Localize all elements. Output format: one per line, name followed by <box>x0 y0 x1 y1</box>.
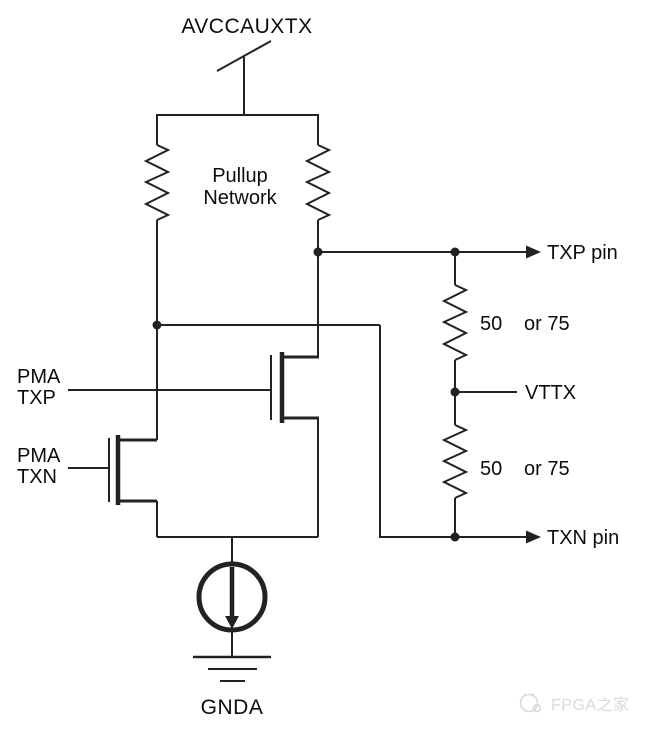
txp-arrowhead-icon <box>526 245 541 259</box>
pma-txp-label-line2: TXP <box>17 387 56 409</box>
junction-dot <box>450 387 460 397</box>
termination-bottom-alt: or 75 <box>524 458 570 480</box>
current-source-icon <box>196 561 268 633</box>
watermark-logo-icon <box>519 693 542 713</box>
termination-bottom-value: 50 <box>480 458 502 480</box>
termination-resistor-bottom-symbol <box>441 392 469 537</box>
txn-pin-label: TXN pin <box>547 527 619 549</box>
junction-dot <box>450 532 460 542</box>
pullup-resistor-left-symbol <box>143 144 171 221</box>
termination-top-value: 50 <box>480 313 502 335</box>
ground-icon <box>193 655 271 682</box>
wire-txn-output <box>379 325 528 538</box>
txn-arrowhead-icon <box>526 530 541 544</box>
txp-pin-label: TXP pin <box>547 242 618 264</box>
power-source-icon <box>216 40 272 116</box>
termination-resistor-top-symbol <box>441 252 469 392</box>
pullup-top-bus <box>156 114 319 145</box>
junction-dots <box>152 247 460 542</box>
termination-top-alt: or 75 <box>524 313 570 335</box>
power-rail-label: AVCCAUXTX <box>181 15 312 38</box>
watermark-label: FPGA之家 <box>551 696 630 714</box>
pullup-network-label-line1: Pullup <box>212 165 268 187</box>
watermark: FPGA之家 <box>519 693 630 714</box>
pullup-resistor-right-symbol <box>304 144 332 221</box>
pullup-network-label-line2: Network <box>203 187 277 209</box>
junction-dot <box>152 320 162 330</box>
pma-txn-label-line2: TXN <box>17 466 57 488</box>
pma-txp-label-line1: PMA <box>17 366 61 388</box>
junction-dot <box>450 247 460 257</box>
vttx-label: VTTX <box>525 382 576 404</box>
nmos-pma-txn-symbol <box>68 435 158 537</box>
pma-txn-label-line1: PMA <box>17 445 61 467</box>
junction-dot <box>313 247 323 257</box>
ground-label: GNDA <box>201 696 264 719</box>
nmos-pma-txp-symbol <box>68 352 319 537</box>
